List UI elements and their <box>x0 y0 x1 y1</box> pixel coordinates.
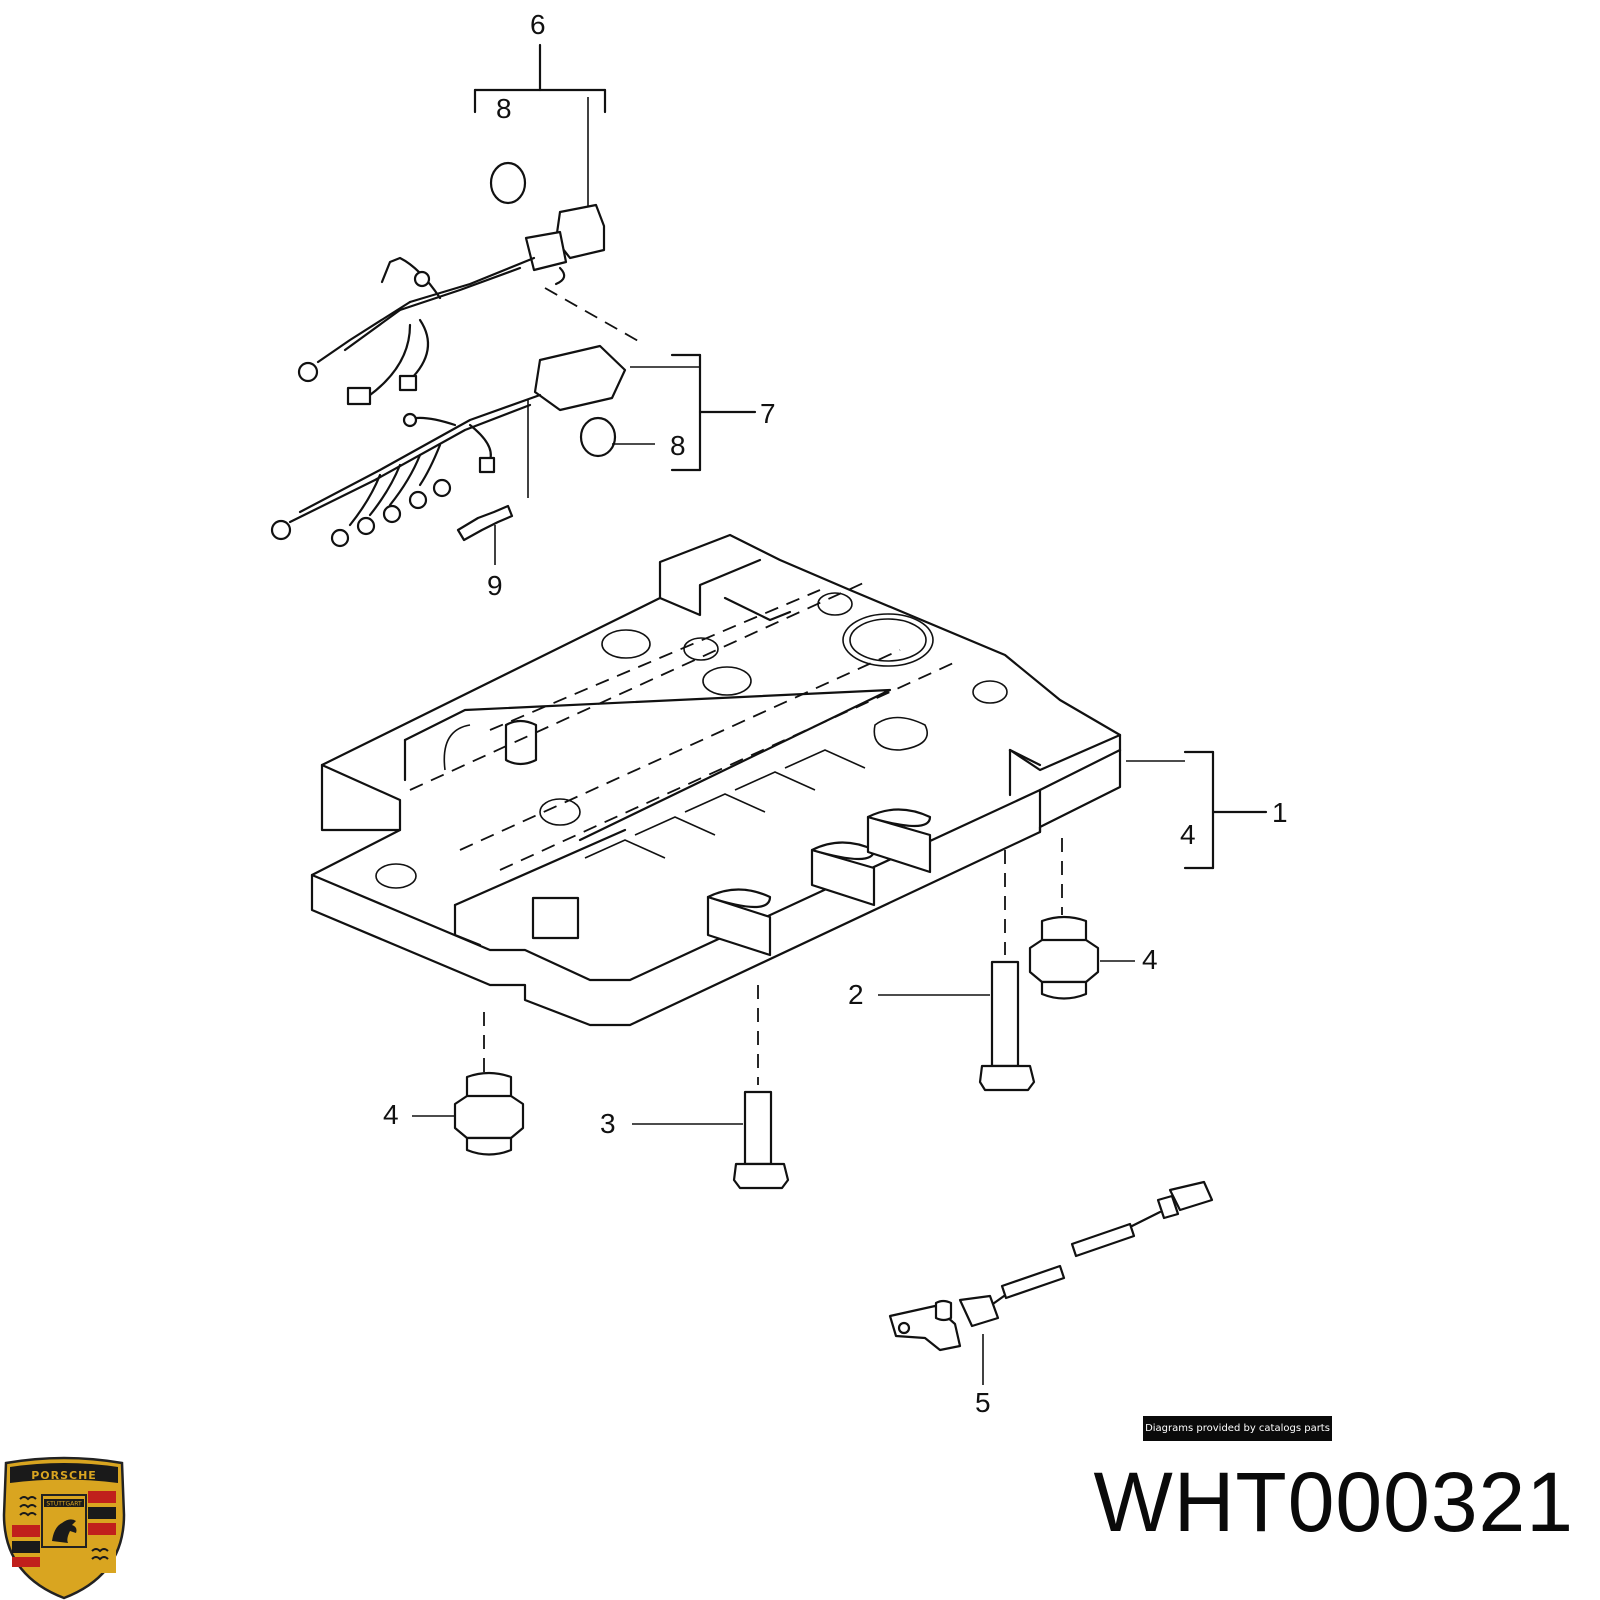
o-ring-top[interactable] <box>489 161 527 205</box>
screw-plug-left[interactable] <box>412 1071 525 1156</box>
connector-pin[interactable] <box>456 504 514 565</box>
callout-4-bracket: 4 <box>1180 819 1196 850</box>
wiring-harness-upper[interactable] <box>297 43 607 406</box>
callout-4-left: 4 <box>383 1099 399 1130</box>
callout-8-mid: 8 <box>670 430 686 461</box>
callout-4-right: 4 <box>1142 944 1158 975</box>
callout-1: 1 <box>1272 797 1288 828</box>
callout-7: 7 <box>760 398 776 429</box>
callout-6: 6 <box>530 9 546 40</box>
porsche-crest-icon: PORSCHE STUTTGART <box>2 1456 126 1600</box>
logo-city-text: STUTTGART <box>46 1501 82 1508</box>
o-ring-mid[interactable] <box>579 416 617 458</box>
callout-2: 2 <box>848 979 864 1010</box>
valve-body-plate[interactable] <box>310 533 1122 1027</box>
part-number: WHT000321 <box>1093 1455 1574 1549</box>
credit-badge: Diagrams provided by catalogs parts <box>1143 1416 1332 1441</box>
bolt-long[interactable] <box>878 960 1036 1092</box>
screw-plug-right[interactable] <box>1028 915 1135 1000</box>
callout-8-top: 8 <box>496 93 512 124</box>
speed-sensor[interactable] <box>888 1180 1214 1385</box>
bolt-short[interactable] <box>632 1090 790 1190</box>
wiring-harness-lower[interactable] <box>270 344 757 548</box>
logo-brand-text: PORSCHE <box>31 1469 97 1482</box>
callout-9: 9 <box>487 570 503 601</box>
callout-5: 5 <box>975 1387 991 1418</box>
callout-3: 3 <box>600 1108 616 1139</box>
